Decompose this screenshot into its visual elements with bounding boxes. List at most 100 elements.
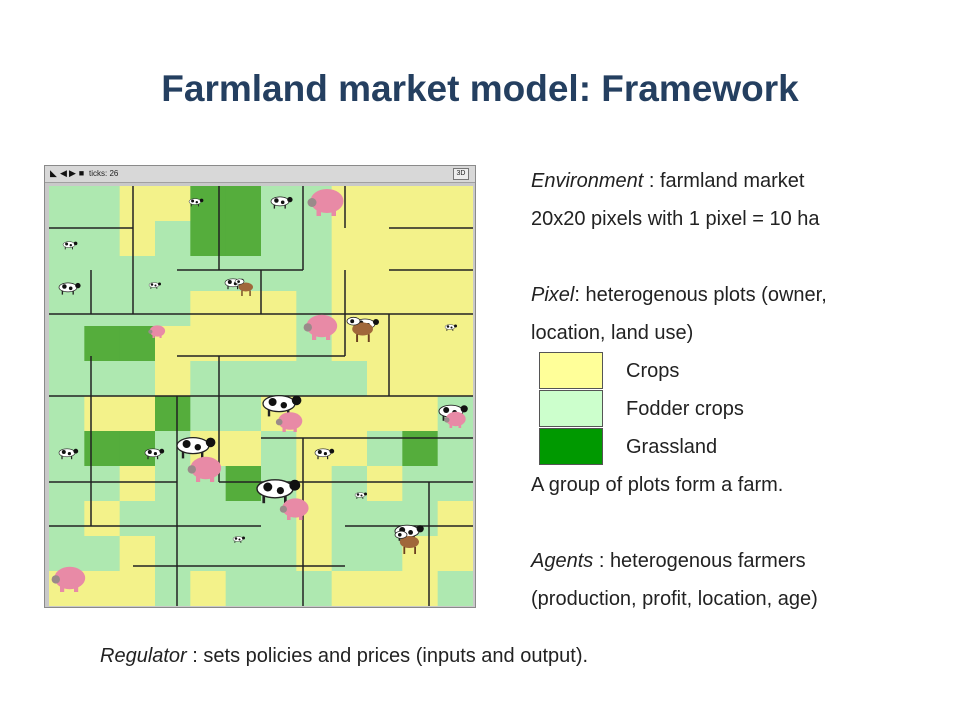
legend-item-grassland: Grassland — [531, 428, 951, 466]
plot-patch — [261, 221, 297, 257]
plot-patch — [155, 361, 191, 397]
regulator-label: Regulator — [100, 645, 187, 667]
plot-patch — [402, 256, 439, 292]
plot-patch — [190, 396, 227, 432]
plot-patch — [402, 466, 439, 502]
plot-patch — [84, 396, 121, 432]
plot-patch — [49, 466, 85, 502]
plot-patch — [119, 501, 156, 537]
plot-patch — [225, 466, 262, 502]
plot-patch — [402, 221, 439, 257]
zoom-icon[interactable]: ◣ — [50, 168, 57, 178]
plot-patch — [437, 536, 473, 572]
pig-icon — [275, 412, 303, 432]
plot-patch — [367, 536, 403, 572]
plot-patch — [49, 186, 85, 222]
plot-patch — [367, 256, 403, 292]
plot-patch — [155, 221, 191, 257]
pixel-line: Pixel: heterogenous plots (owner, — [531, 276, 951, 314]
step-forward-icon[interactable]: ▶ — [69, 168, 76, 178]
plot-patch — [119, 291, 156, 327]
plot-patch — [225, 396, 262, 432]
environment-detail: 20x20 pixels with 1 pixel = 10 ha — [531, 208, 820, 230]
plot-patch — [437, 571, 473, 606]
plot-patch — [84, 536, 121, 572]
cow-icon — [144, 448, 165, 460]
plot-patch — [261, 431, 297, 467]
plot-patch — [155, 396, 191, 432]
plot-patch — [331, 431, 368, 467]
legend-swatch-grassland — [539, 428, 603, 465]
plot-patch — [49, 291, 85, 327]
pig-icon — [187, 456, 222, 482]
regulator-line: Regulator : sets policies and prices (in… — [100, 645, 588, 668]
pixel-label: Pixel — [531, 284, 575, 306]
legend-item-crops: Crops — [531, 352, 951, 390]
farm-grid[interactable] — [49, 186, 473, 606]
plot-patch — [437, 466, 473, 502]
pixel-text-2: location, land use) — [531, 322, 694, 344]
plot-patch — [84, 221, 121, 257]
plot-patch — [331, 501, 368, 537]
agents-text-2: (production, profit, location, age) — [531, 588, 818, 610]
plot-patch — [49, 536, 85, 572]
plot-patch — [49, 396, 85, 432]
plot-patch — [367, 186, 403, 222]
plot-patch — [119, 466, 156, 502]
plot-patch — [225, 221, 262, 257]
plot-patch — [437, 501, 473, 537]
plot-patch — [402, 396, 439, 432]
plot-patch — [367, 396, 403, 432]
stop-icon[interactable]: ■ — [78, 168, 85, 178]
plot-patch — [84, 256, 121, 292]
plot-patch — [119, 431, 156, 467]
plot-patch — [155, 571, 191, 606]
pig-icon — [444, 411, 466, 428]
plot-patch — [296, 256, 333, 292]
view-3d-button[interactable]: 3D — [453, 168, 469, 180]
pixel-text: heterogenous plots (owner, — [585, 284, 827, 306]
plot-patch — [49, 501, 85, 537]
plot-patch — [367, 466, 403, 502]
plot-patch — [190, 501, 227, 537]
environment-sep: : — [643, 170, 660, 192]
legend-label-crops: Crops — [626, 360, 680, 382]
pixel-sep: : — [574, 284, 586, 306]
plot-patch — [84, 326, 121, 362]
plot-patch — [261, 291, 297, 327]
netlogo-world[interactable] — [49, 186, 473, 606]
plot-patch — [331, 571, 368, 606]
plot-patch — [155, 186, 191, 222]
plot-patch — [225, 501, 262, 537]
slide-title: Farmland market model: Framework — [161, 68, 799, 109]
plot-patch — [119, 571, 156, 606]
netlogo-view-window: ◣ ◀ ▶ ■ ticks: 26 3D — [44, 165, 476, 608]
farm-note: A group of plots form a farm. — [531, 474, 784, 496]
plot-patch — [190, 361, 227, 397]
agents-line: Agents : heterogenous farmers — [531, 542, 951, 580]
plot-patch — [437, 431, 473, 467]
plot-patch — [437, 221, 473, 257]
cow-icon — [354, 492, 367, 499]
plot-patch — [84, 466, 121, 502]
plot-patch — [190, 221, 227, 257]
goat-icon — [394, 530, 419, 554]
pig-icon — [303, 314, 338, 340]
plot-patch — [367, 431, 403, 467]
plot-patch — [331, 221, 368, 257]
legend-label-fodder: Fodder crops — [626, 398, 744, 420]
plot-patch — [296, 396, 333, 432]
plot-patch — [119, 396, 156, 432]
cow-icon — [444, 324, 457, 331]
step-back-icon[interactable]: ◀ — [60, 168, 67, 178]
plot-patch — [49, 326, 85, 362]
plot-patch — [261, 256, 297, 292]
pig-icon — [51, 566, 86, 592]
plot-patch — [402, 326, 439, 362]
plot-patch — [402, 571, 439, 606]
plot-patch — [155, 501, 191, 537]
plot-patch — [402, 186, 439, 222]
plot-patch — [437, 256, 473, 292]
legend-swatch-fodder — [539, 390, 603, 427]
plot-patch — [367, 571, 403, 606]
